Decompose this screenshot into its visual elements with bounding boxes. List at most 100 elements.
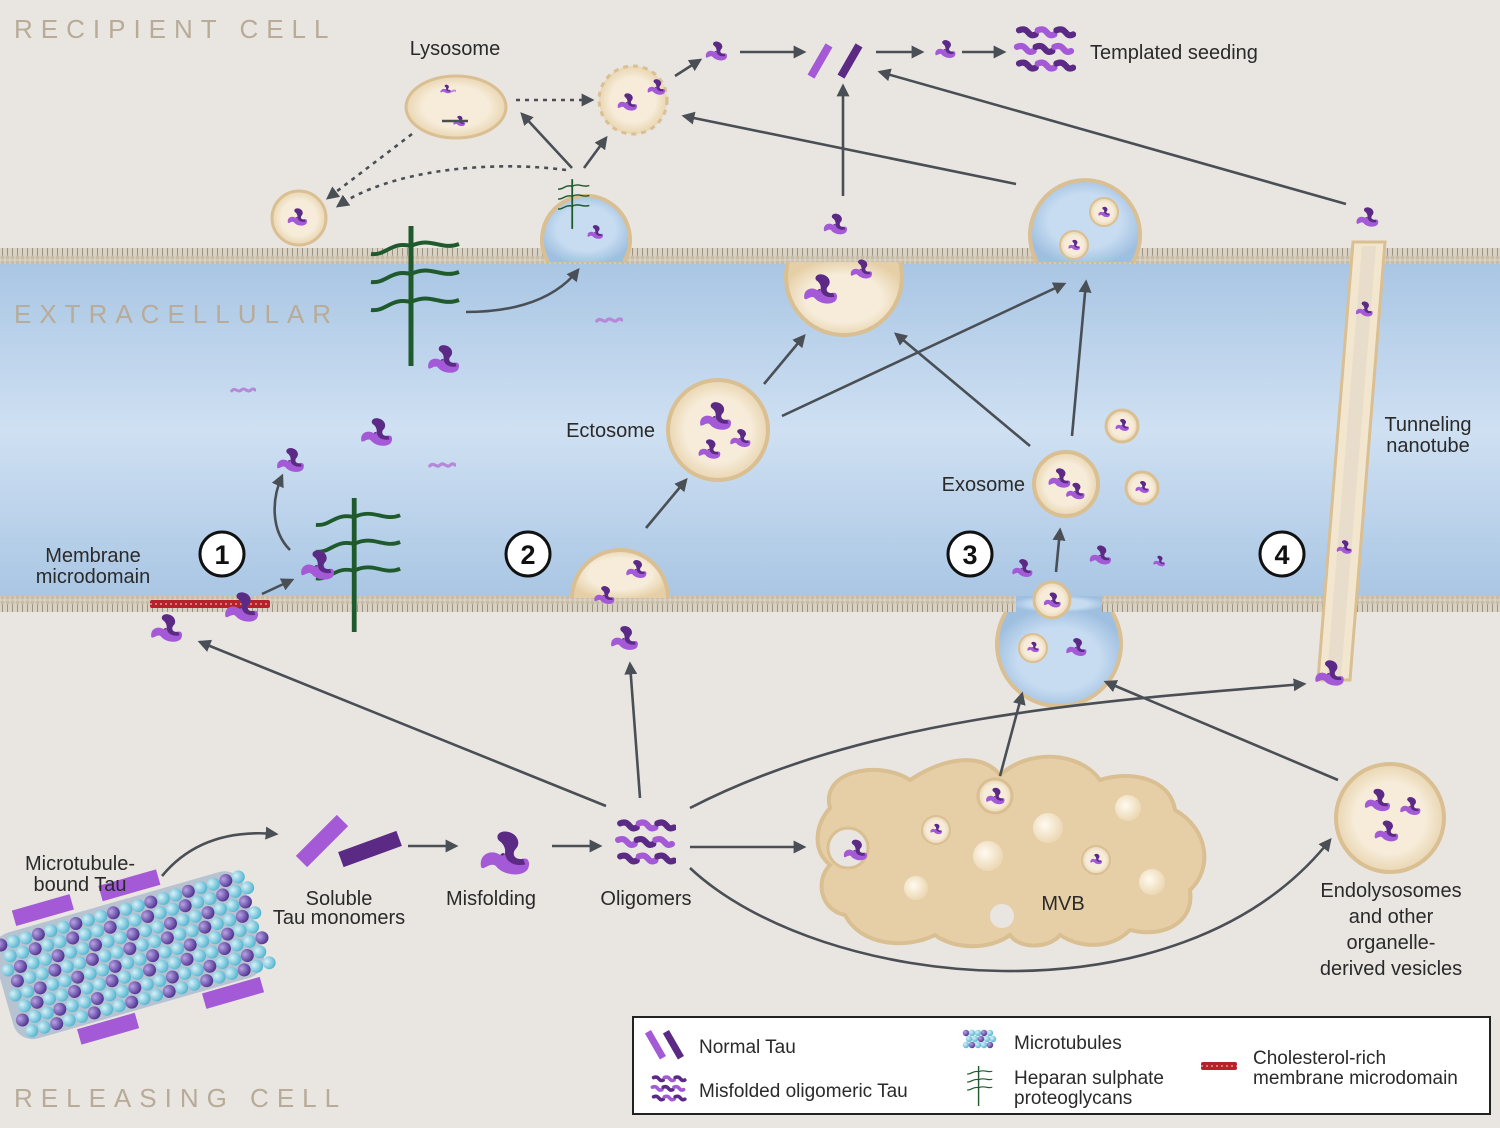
legend-microtubule-subunit (968, 1041, 976, 1049)
microtubule-subunit (248, 906, 262, 920)
microtubule-subunit (217, 942, 231, 956)
microtubule-subunit (203, 959, 217, 973)
microtubule-subunit (183, 938, 197, 952)
microtubule-subunit (165, 970, 179, 984)
microtubule-subunit (188, 909, 202, 923)
microtubule-subunit (21, 984, 35, 998)
microtubule-subunit (141, 909, 155, 923)
microtubule-subunit (31, 927, 45, 941)
microtubule-subunit (194, 881, 208, 895)
microtubule-subunit (3, 949, 17, 963)
microtubule-subunit (246, 920, 260, 934)
microtubule-subunit (133, 952, 147, 966)
microtubule-subunit (78, 995, 92, 1009)
microtubule-subunit (71, 970, 85, 984)
microtubule-subunit (44, 924, 58, 938)
microtubule-subunit (10, 974, 24, 988)
microtubule-subunit (178, 966, 192, 980)
microtubule-subunit (93, 977, 107, 991)
microtubule-subunit (114, 931, 128, 945)
microtubule-subunit (40, 1006, 54, 1020)
microtubule-subunit (166, 902, 180, 916)
microtubule-subunit (1, 963, 15, 977)
microtubule-subunit (190, 963, 204, 977)
microtubule-subunit (151, 920, 165, 934)
zone-label-releasing: RELEASING CELL (14, 1083, 347, 1113)
microtubule-subunit (146, 949, 160, 963)
ectosome (666, 378, 770, 482)
endocytic-pit (540, 178, 632, 264)
legend-microtubule-subunit (983, 1035, 991, 1043)
microtubule-subunit (83, 966, 97, 980)
microtubule-subunit (215, 956, 229, 970)
lysosome (404, 74, 508, 140)
microtubule-subunit (241, 881, 255, 895)
microtubule-subunit (223, 913, 237, 927)
microtubule-subunit (14, 959, 28, 973)
microtubule-subunit (205, 945, 219, 959)
microtubule-subunit (110, 945, 124, 959)
microtubule-subunit (65, 999, 79, 1013)
microtubule-subunit (178, 899, 192, 913)
mvb (815, 754, 1207, 949)
microtubule-subunit (187, 977, 201, 991)
releasing-membrane (0, 596, 1500, 612)
label-microtubule-line2: bound Tau (33, 874, 126, 896)
microtubule-subunit (255, 931, 269, 945)
legend-microtubule-subunit (980, 1029, 988, 1037)
microtubule-subunit (116, 917, 130, 931)
microtubule-subunit (119, 902, 133, 916)
legend-microtubules-icon (962, 1029, 997, 1049)
microtubule-subunit (85, 952, 99, 966)
legend-chol-line1: Cholesterol-rich (1253, 1048, 1386, 1069)
microtubule-subunit (16, 945, 30, 959)
exosome-small-2 (1124, 470, 1160, 506)
label-membrane-line1: Membrane (45, 545, 141, 567)
legend-microtubule-subunit (962, 1041, 970, 1049)
label-tunneling-line1: Tunneling (1384, 414, 1471, 436)
microtubule-subunit (150, 988, 164, 1002)
microtubule-subunit (191, 895, 205, 909)
microtubule-subunit (58, 974, 72, 988)
microtubule-subunit (221, 927, 235, 941)
microtubule-subunit (103, 920, 117, 934)
legend-microtubule-subunit (974, 1029, 982, 1037)
microtubule-subunit (180, 952, 194, 966)
microtubule-subunit (91, 924, 105, 938)
microtubule-subunit (153, 974, 167, 988)
microtubule-subunit (169, 888, 183, 902)
microtubule-subunit (25, 1024, 39, 1038)
exosome (1032, 450, 1100, 518)
microtubule-subunit (78, 927, 92, 941)
microtubule-subunit (125, 995, 139, 1009)
microtubule-subunit (98, 949, 112, 963)
microtubule-subunit (262, 956, 276, 970)
microtubule-subunit (228, 884, 242, 898)
label-membrane-line2: microdomain (36, 566, 150, 588)
legend-microtubule-subunit (989, 1035, 997, 1043)
microtubule-subunit (201, 906, 215, 920)
microtubule-subunit (253, 945, 267, 959)
label-templated-seeding: Templated seeding (1090, 42, 1258, 64)
recipient-membrane (0, 248, 1500, 264)
microtubule-subunit (160, 931, 174, 945)
microtubule-subunit (8, 988, 22, 1002)
step-number-1: 1 (214, 540, 229, 570)
microtubule-subunit (0, 938, 8, 952)
microtubule-subunit (140, 977, 154, 991)
legend-misfolded-tau: Misfolded oligomeric Tau (699, 1081, 908, 1102)
legend-microtubule-subunit (968, 1029, 976, 1037)
microtubule-subunit (135, 938, 149, 952)
label-misfolding: Misfolding (446, 888, 536, 910)
microtubule-subunit (210, 917, 224, 931)
label-lysosome: Lysosome (410, 38, 500, 60)
microtubule-subunit (26, 956, 40, 970)
legend-normal-tau: Normal Tau (699, 1037, 796, 1058)
zone-label-extracellular: EXTRACELLULAR (14, 299, 339, 329)
exosome-small-1 (1104, 408, 1140, 444)
microtubule-subunit (53, 935, 67, 949)
step-marker-4: 4 (1258, 530, 1306, 578)
microtubule-subunit (55, 988, 69, 1002)
